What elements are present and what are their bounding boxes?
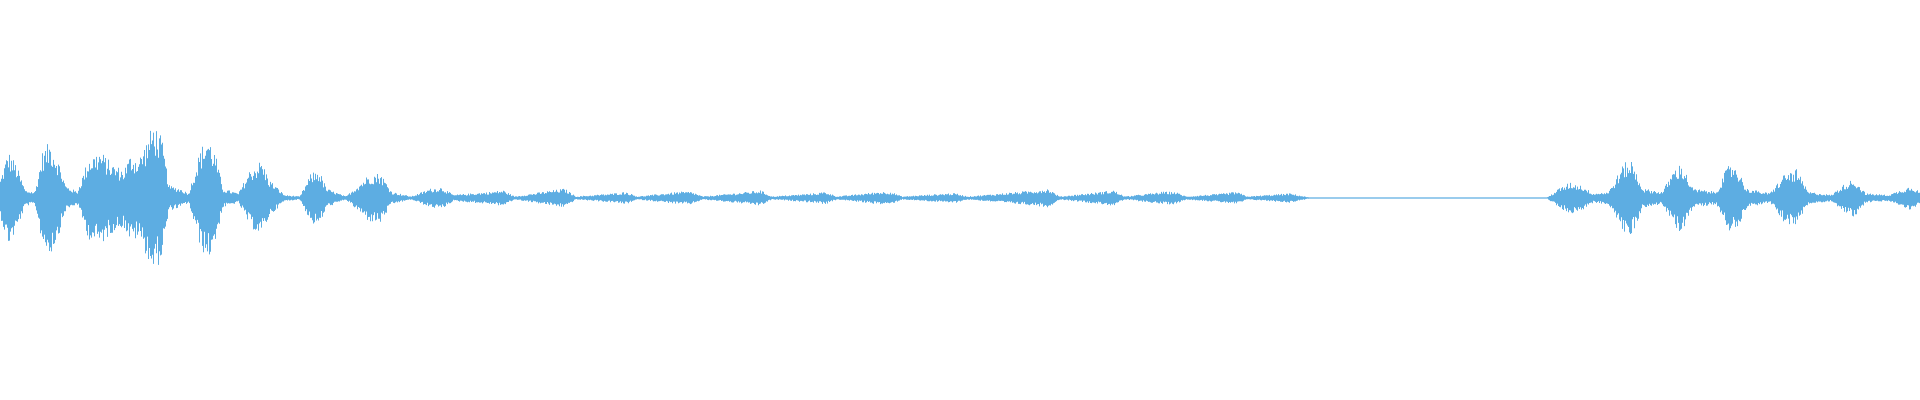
- waveform-path: [0, 130, 1920, 265]
- waveform-samples: [0, 130, 1920, 265]
